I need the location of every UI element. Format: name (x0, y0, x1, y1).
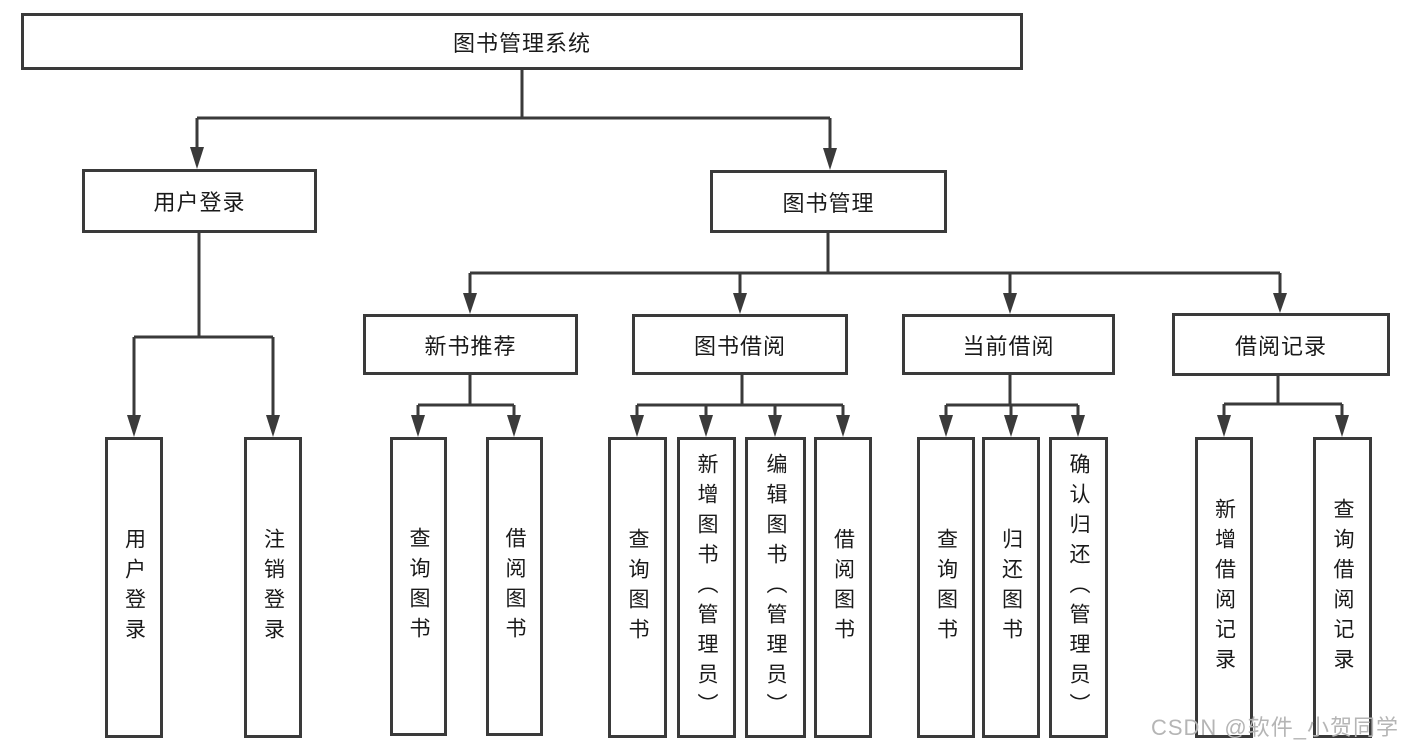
leaf-borrow-add-books-admin: 新增图书（管理员） (677, 437, 736, 738)
node-book-management: 图书管理 (710, 170, 947, 233)
leaf-borrow-borrow-books-label: 借阅图书 (831, 527, 855, 648)
leaf-current-confirm-return-admin-label: 确认归还（管理员） (1067, 452, 1090, 723)
leaf-logout: 注销登录 (244, 437, 302, 738)
arrowheads (127, 147, 1349, 437)
leaf-current-return-books-label: 归还图书 (999, 527, 1023, 648)
leaf-borrow-query-books: 查询图书 (608, 437, 667, 738)
node-new-book-recommend: 新书推荐 (363, 314, 578, 375)
node-root: 图书管理系统 (21, 13, 1023, 70)
node-user-login: 用户登录 (82, 169, 317, 233)
node-current-borrowing: 当前借阅 (902, 314, 1115, 375)
node-borrowing-records: 借阅记录 (1172, 313, 1390, 376)
leaf-borrow-borrow-books: 借阅图书 (814, 437, 872, 738)
node-current-borrowing-label: 当前借阅 (962, 333, 1055, 359)
node-user-login-label: 用户登录 (153, 190, 246, 215)
leaf-record-add-record-label: 新增借阅记录 (1212, 497, 1236, 678)
leaf-borrow-edit-books-admin-label: 编辑图书（管理员） (764, 452, 787, 723)
leaf-newbook-query-books: 查询图书 (390, 437, 447, 736)
leaf-logout-label: 注销登录 (261, 527, 285, 648)
leaf-borrow-query-books-label: 查询图书 (626, 527, 649, 648)
leaf-user-login-label: 用户登录 (122, 527, 146, 648)
leaf-borrow-add-books-admin-label: 新增图书（管理员） (695, 452, 718, 723)
node-book-borrowing: 图书借阅 (632, 314, 848, 375)
node-book-management-label: 图书管理 (782, 190, 875, 216)
leaf-newbook-query-books-label: 查询图书 (407, 526, 430, 647)
leaf-record-add-record: 新增借阅记录 (1195, 437, 1253, 738)
leaf-record-query-record: 查询借阅记录 (1313, 437, 1372, 738)
leaf-newbook-borrow-books-label: 借阅图书 (503, 526, 526, 647)
leaf-user-login: 用户登录 (105, 437, 163, 738)
watermark-text: CSDN @软件_小贺同学 (1150, 715, 1399, 740)
leaf-current-query-books-label: 查询图书 (934, 527, 958, 648)
node-new-book-recommend-label: 新书推荐 (424, 333, 517, 359)
leaf-current-query-books: 查询图书 (917, 437, 975, 738)
node-root-label: 图书管理系统 (452, 30, 591, 56)
leaf-current-confirm-return-admin: 确认归还（管理员） (1049, 437, 1108, 738)
node-book-borrowing-label: 图书借阅 (693, 333, 786, 359)
leaf-newbook-borrow-books: 借阅图书 (486, 437, 543, 736)
leaf-borrow-edit-books-admin: 编辑图书（管理员） (745, 437, 806, 738)
leaf-current-return-books: 归还图书 (982, 437, 1040, 738)
node-borrowing-records-label: 借阅记录 (1234, 333, 1327, 359)
leaf-record-query-record-label: 查询借阅记录 (1331, 497, 1354, 678)
